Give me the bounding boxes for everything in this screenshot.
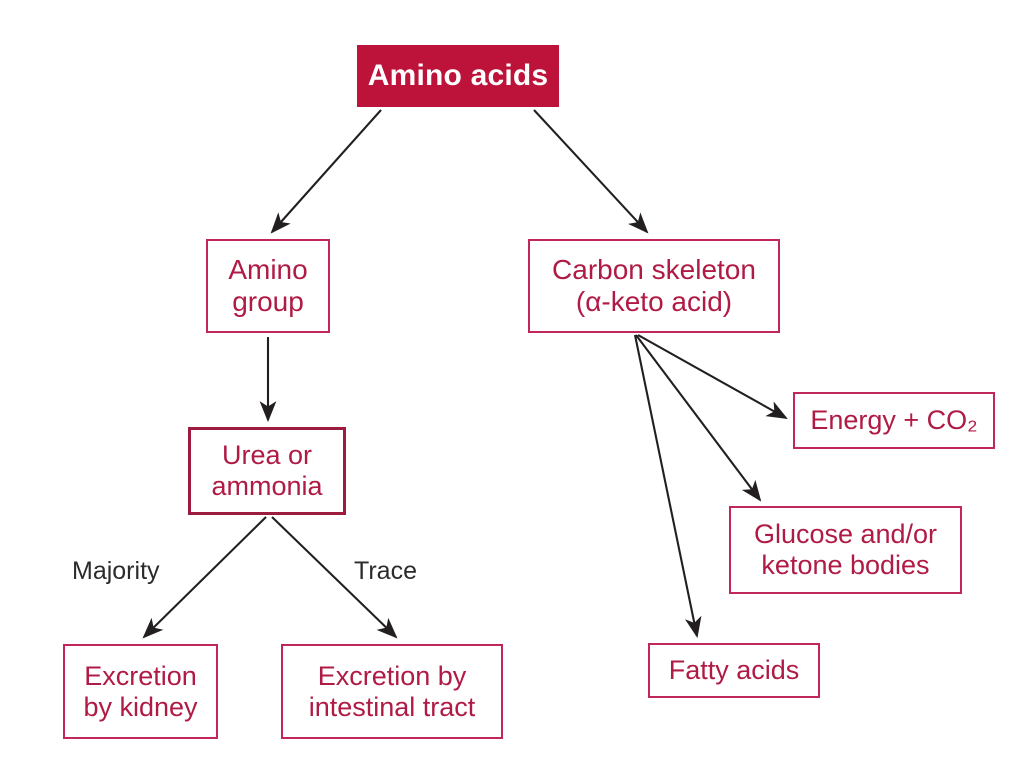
node-amino-acids: Amino acids [357, 45, 559, 107]
node-label: Amino group [228, 254, 308, 317]
node-label: Glucose and/or ketone bodies [753, 519, 938, 580]
node-energy-co2: Energy + CO₂ [793, 392, 995, 449]
label-trace: Trace [354, 557, 417, 585]
node-label: Excretion by kidney [83, 660, 198, 722]
node-fatty-acids: Fatty acids [648, 643, 820, 698]
node-amino-group: Amino group [206, 239, 330, 333]
edge-aminoacids-aminogroup [270, 109, 382, 234]
node-label: Urea or ammonia [211, 440, 323, 501]
edge-carbon-energy [637, 334, 788, 420]
node-label: Carbon skeleton (α-keto acid) [552, 254, 756, 317]
node-label: Amino acids [367, 58, 549, 92]
node-urea-or-ammonia: Urea or ammonia [188, 427, 346, 515]
edge-aminoacids-carbon [533, 109, 649, 234]
edge-carbon-glucose [635, 334, 762, 502]
node-carbon-skeleton: Carbon skeleton (α-keto acid) [528, 239, 780, 333]
node-label: Excretion by intestinal tract [308, 660, 476, 722]
edge-carbon-fatty [633, 334, 702, 639]
node-glucose-ketone: Glucose and/or ketone bodies [729, 506, 962, 594]
edge-urea-kidney [142, 516, 267, 639]
node-excretion-intestinal: Excretion by intestinal tract [281, 644, 503, 739]
node-label: Fatty acids [668, 655, 800, 686]
node-label: Energy + CO₂ [810, 405, 978, 436]
label-majority: Majority [72, 557, 160, 585]
node-excretion-kidney: Excretion by kidney [63, 644, 218, 739]
